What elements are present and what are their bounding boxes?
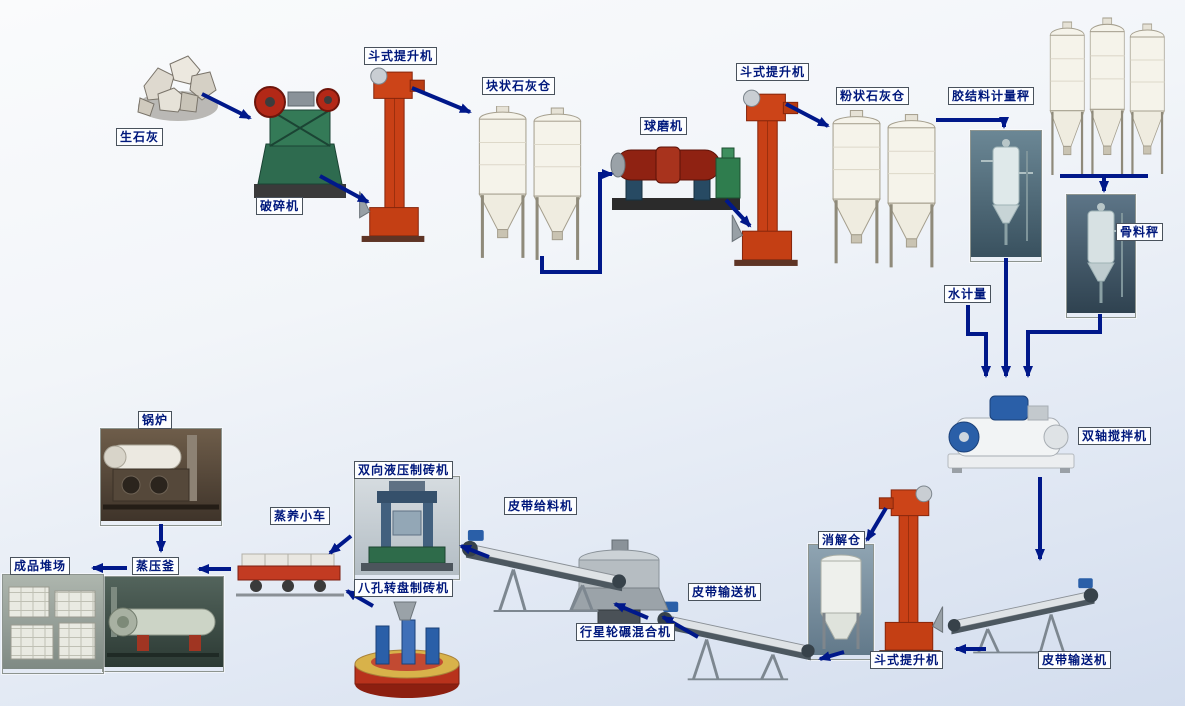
label-digestion-silo: 消解仓 <box>818 531 866 549</box>
label-rotary-brick-machine: 八孔转盘制砖机 <box>354 579 454 597</box>
label-twin-shaft-mixer: 双轴搅拌机 <box>1078 427 1152 445</box>
label-hydraulic-brick-machine: 双向液压制砖机 <box>354 461 454 479</box>
powder-lime-silos-image <box>830 108 938 280</box>
label-bucket-elevator-3: 斗式提升机 <box>870 651 944 669</box>
bucket-elevator-3-image <box>872 482 946 662</box>
twin-shaft-mixer-image <box>946 380 1076 478</box>
boiler-image <box>100 428 222 526</box>
binder-metering-scale-image <box>970 130 1042 262</box>
bucket-elevator-2-image <box>730 86 804 272</box>
label-aggregate-scale: 骨料秤 <box>1116 223 1164 241</box>
label-ball-mill: 球磨机 <box>640 117 688 135</box>
aggregate-scale-image <box>1066 194 1136 318</box>
finished-product-yard-image <box>2 574 104 674</box>
aggregate-silos-image <box>1046 16 1166 186</box>
belt-conveyor-mid-image <box>650 594 822 688</box>
label-belt-conveyor-right: 皮带输送机 <box>1038 651 1112 669</box>
ball-mill-image <box>610 130 742 218</box>
bucket-elevator-1-image <box>356 64 432 248</box>
label-autoclave: 蒸压釜 <box>132 557 180 575</box>
belt-feeder-image <box>460 522 628 620</box>
label-bucket-elevator-1: 斗式提升机 <box>364 47 438 65</box>
quicklime-rocks-image <box>134 46 220 130</box>
label-lump-lime-silo: 块状石灰仓 <box>482 77 556 95</box>
jaw-crusher-image <box>250 80 350 206</box>
digestion-silo-image <box>808 544 874 660</box>
label-powder-lime-silo: 粉状石灰仓 <box>836 87 910 105</box>
lump-lime-silos-image <box>476 104 584 270</box>
autoclave-image <box>102 576 224 672</box>
label-binder-metering-scale: 胶结料计量秤 <box>948 87 1035 105</box>
label-belt-feeder: 皮带给料机 <box>504 497 578 515</box>
label-bucket-elevator-2: 斗式提升机 <box>736 63 810 81</box>
label-crusher: 破碎机 <box>256 197 304 215</box>
arrow-aggregate-scale-to-mixer <box>1023 314 1102 378</box>
arrow-water-to-mixer <box>966 305 991 378</box>
label-finished-product-yard: 成品堆场 <box>10 557 71 575</box>
label-quicklime: 生石灰 <box>116 128 164 146</box>
rotary-brick-machine-image <box>350 600 464 706</box>
label-water-metering: 水计量 <box>944 285 992 303</box>
label-boiler: 锅炉 <box>138 411 173 429</box>
label-planetary-wheel-mixer: 行星轮碾混合机 <box>576 623 676 641</box>
label-belt-conveyor-mid: 皮带输送机 <box>688 583 762 601</box>
arrow-powder-silo-to-binder-scale <box>936 117 1009 129</box>
steam-curing-trolley-image <box>236 546 344 610</box>
label-steam-curing-trolley: 蒸养小车 <box>270 507 331 525</box>
hydraulic-brick-machine-image <box>354 476 460 580</box>
